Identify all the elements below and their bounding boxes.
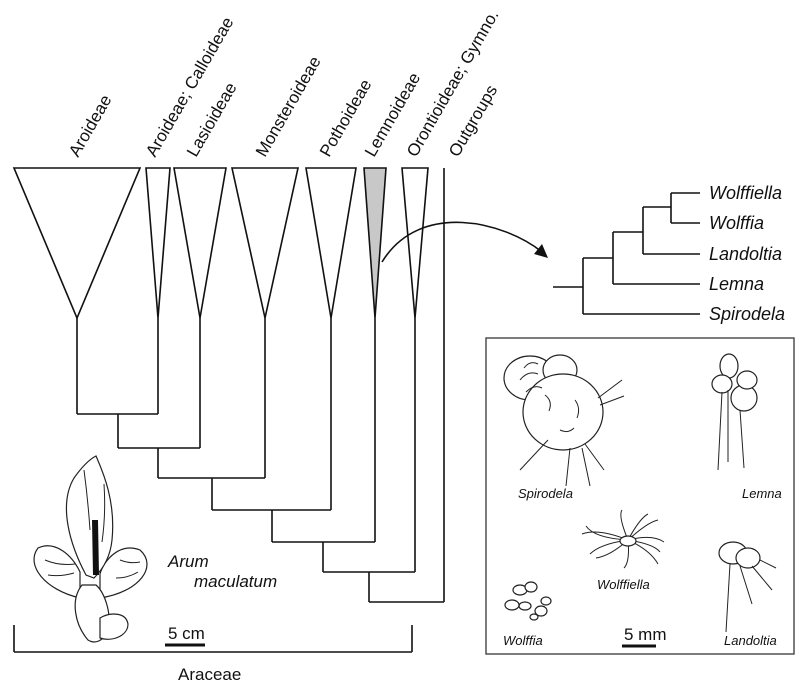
genus-label-landoltia: Landoltia [709, 244, 782, 264]
genus-label-lemna: Lemna [709, 274, 764, 294]
arum-label-species: maculatum [194, 572, 277, 591]
inset-label-wolffiella: Wolffiella [597, 577, 650, 592]
triangle-aroideae-calloideae [146, 168, 170, 318]
clade-label-monsteroideae: Monsteroideae [252, 53, 325, 160]
inset-label-wolffia: Wolffia [503, 633, 543, 648]
genus-label-spirodela: Spirodela [709, 304, 785, 324]
genus-label-wolffia: Wolffia [709, 213, 764, 233]
inset-label-spirodela: Spirodela [518, 486, 573, 501]
family-label-araceae: Araceae [178, 665, 241, 684]
triangle-monsteroideae [232, 168, 298, 318]
arum-drawing [34, 456, 147, 642]
inset-label-lemna: Lemna [742, 486, 782, 501]
clade-label-aroideae: Aroideae [65, 92, 115, 160]
clade-labels: Aroideae Aroideae; Calloideae Lasioideae… [65, 6, 503, 160]
araceae-bracket [14, 625, 412, 652]
triangle-aroideae [14, 168, 140, 318]
arum-label-genus: Arum [167, 552, 209, 571]
triangle-pothoideae [306, 168, 356, 318]
genus-label-wolffiella: Wolffiella [709, 183, 782, 203]
arrow-head [534, 244, 548, 258]
triangle-orontioideae [402, 168, 428, 318]
triangle-lemnoideae [364, 168, 386, 318]
duckweed-inset: Spirodela Lemna Wolffiella Landoltia [486, 338, 794, 654]
triangle-lasioideae [174, 168, 226, 318]
inset-label-landoltia: Landoltia [724, 633, 777, 648]
lemna-genus-tree: Wolffiella Wolffia Landoltia Lemna Spiro… [553, 183, 785, 324]
inset-scale-label: 5 mm [624, 625, 667, 644]
arum-scale-label: 5 cm [168, 624, 205, 643]
